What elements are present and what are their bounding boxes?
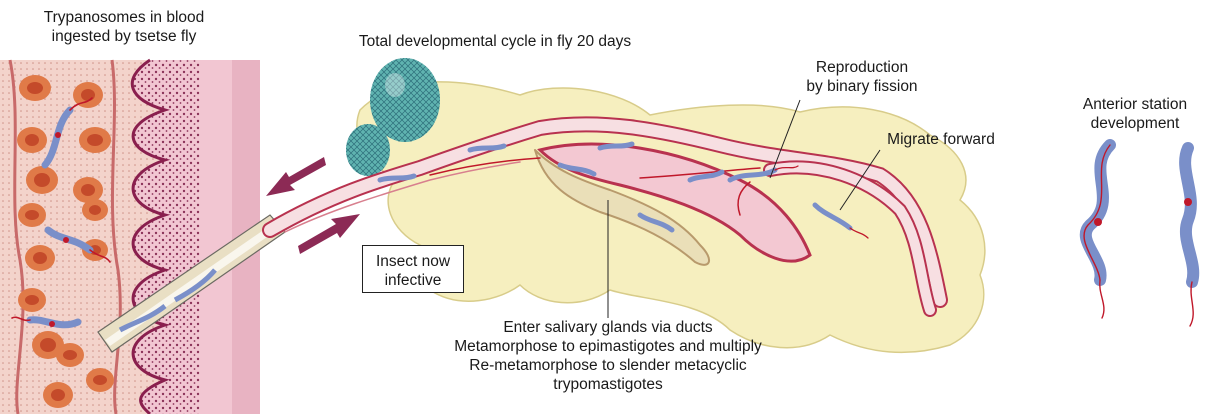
label-infective-line1: Insect now — [363, 252, 463, 271]
label-blood-line2: ingested by tsetse fly — [6, 27, 242, 46]
rbc-icon — [82, 199, 108, 221]
rbc-icon — [17, 127, 47, 153]
fly-body — [357, 82, 985, 353]
label-salivary-glands: Enter salivary glands via ducts Metamorp… — [388, 318, 828, 394]
label-anterior-line1: Anterior station — [1060, 95, 1210, 114]
rbc-icon — [56, 343, 84, 367]
rbc-icon — [26, 166, 58, 194]
rbc-icon — [73, 177, 103, 203]
label-salivary-line1: Enter salivary glands via ducts — [388, 318, 828, 337]
label-anterior-station: Anterior station development — [1060, 95, 1210, 133]
rbc-icon — [25, 245, 55, 271]
label-infective-line2: infective — [363, 271, 463, 290]
trypanosome-icon — [470, 146, 504, 150]
label-salivary-line3: Re-metamorphose to slender metacyclic — [388, 356, 828, 375]
anterior-trypanosomes — [1084, 145, 1193, 326]
label-salivary-line2: Metamorphose to epimastigotes and multip… — [388, 337, 828, 356]
label-insect-infective: Insect now infective — [362, 245, 464, 293]
label-anterior-line2: development — [1060, 114, 1210, 133]
arrow-icon — [298, 214, 360, 254]
arrow-icon — [266, 157, 326, 196]
rbc-icon — [43, 382, 73, 408]
trypanosome-icon — [1184, 148, 1193, 326]
rbc-icon — [19, 75, 51, 101]
trypanosome-icon — [600, 144, 632, 148]
rbc-icon — [86, 368, 114, 392]
trypanosome-icon — [380, 176, 414, 180]
label-blood-ingestion: Trypanosomes in blood ingested by tsetse… — [6, 8, 242, 46]
trypanosome-icon — [1084, 145, 1110, 318]
rbc-icon — [18, 203, 46, 227]
label-cycle-duration: Total developmental cycle in fly 20 days — [330, 32, 660, 51]
label-migrate-forward: Migrate forward — [866, 130, 1016, 149]
label-reproduction: Reproduction by binary fission — [762, 58, 962, 96]
label-blood-line1: Trypanosomes in blood — [6, 8, 242, 27]
label-repro-line2: by binary fission — [762, 77, 962, 96]
label-repro-line1: Reproduction — [762, 58, 962, 77]
rbc-icon — [79, 127, 111, 153]
blood-tissue — [0, 60, 260, 414]
label-salivary-line4: trypomastigotes — [388, 375, 828, 394]
rbc-icon — [18, 288, 46, 312]
